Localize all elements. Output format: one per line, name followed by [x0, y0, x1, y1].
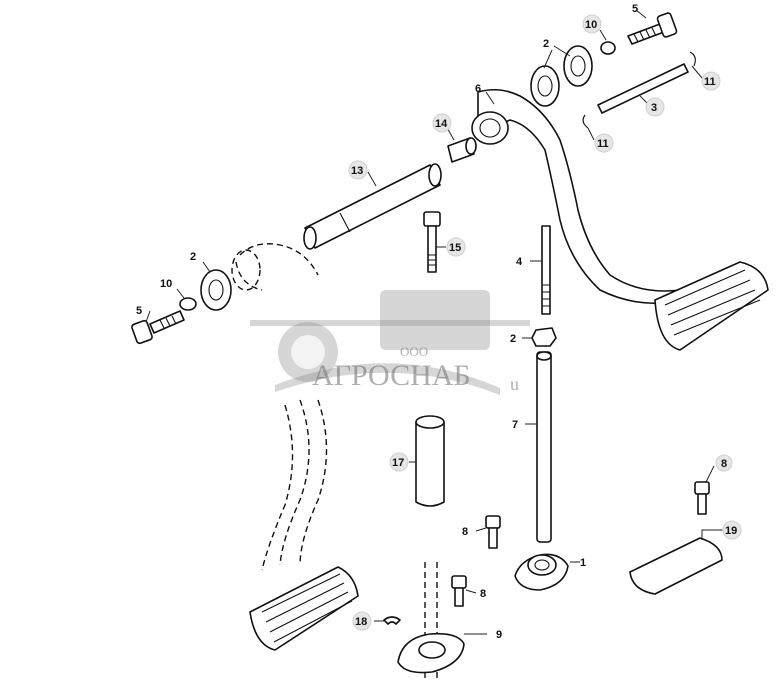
bolt-top: [627, 12, 678, 45]
callouts: 5 10 2 11 6 3 11 14 13 15 4 2 10 5 2 7 1…: [136, 3, 742, 641]
callout-11-b: 11: [597, 138, 609, 150]
watermark-extra: u: [510, 374, 519, 394]
callout-8-low: 8: [480, 588, 486, 600]
rod-3: [582, 51, 696, 129]
bearing-left: [200, 269, 232, 311]
flange-9: [397, 632, 465, 674]
callout-19: 19: [725, 525, 737, 537]
sleeve-17: [415, 415, 445, 507]
callout-4: 4: [516, 256, 523, 268]
clip-18: [383, 616, 401, 625]
bolt-15: [423, 211, 441, 273]
callout-2-mid: 2: [510, 333, 516, 345]
sleeve-14: [447, 137, 477, 163]
watermark-logo: ООО АГРОСНАБ u: [250, 290, 530, 395]
callout-18: 18: [355, 616, 367, 628]
flange-1: [514, 553, 569, 591]
watermark-prefix: ООО: [400, 344, 428, 359]
callout-13: 13: [351, 165, 363, 177]
callout-17: 17: [392, 457, 404, 469]
callout-2-left: 2: [190, 251, 196, 263]
plate-19: [629, 537, 723, 595]
pedal-arm: [471, 88, 769, 351]
bolt-left: [131, 310, 185, 345]
washer-left: [179, 297, 197, 311]
watermark-company-name: АГРОСНАБ: [312, 359, 471, 392]
bolt-8-low: [451, 575, 467, 607]
nut-mid: [531, 327, 557, 347]
callout-8-right: 8: [721, 458, 727, 470]
callout-2-top: 2: [543, 38, 549, 50]
callout-11-a: 11: [704, 76, 716, 88]
bolt-8-right: [694, 481, 710, 515]
left-pedal-pad: [249, 566, 359, 651]
callout-9: 9: [496, 629, 502, 641]
washer-top: [600, 41, 616, 55]
shaft-13: [303, 163, 442, 250]
callout-15: 15: [449, 242, 461, 254]
bearing-top: [530, 45, 593, 107]
callout-8-mid: 8: [462, 526, 468, 538]
callout-6: 6: [475, 83, 481, 95]
rod-4: [541, 225, 551, 315]
callout-5-left: 5: [136, 305, 142, 317]
callout-7: 7: [512, 419, 518, 431]
callout-10-left: 10: [160, 278, 172, 290]
callout-14: 14: [435, 118, 448, 130]
phantom-pedal: [231, 243, 328, 571]
rod-7: [536, 351, 552, 543]
bolt-8-mid: [485, 515, 501, 549]
callout-3: 3: [651, 102, 657, 114]
callout-5-top: 5: [632, 3, 638, 15]
callout-10-top: 10: [585, 19, 597, 31]
callout-1: 1: [580, 557, 586, 569]
